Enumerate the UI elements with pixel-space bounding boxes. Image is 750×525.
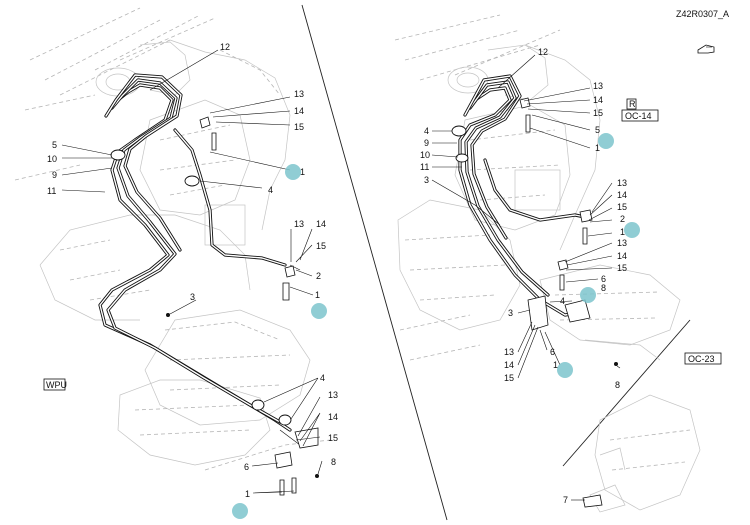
callout-label: 14 bbox=[316, 219, 326, 229]
left-markers bbox=[232, 164, 327, 519]
callout-label: 14 bbox=[504, 360, 514, 370]
callout-label: 4 bbox=[560, 296, 565, 306]
callout-label: 1 bbox=[245, 489, 250, 499]
left-callouts: 12 13 14 15 5 10 9 11 1 4 13 14 15 2 1 3… bbox=[47, 42, 338, 499]
callout-label: 14 bbox=[617, 190, 627, 200]
ref-box-r: R bbox=[626, 98, 637, 110]
callout-label: 9 bbox=[52, 170, 57, 180]
callout-label: 14 bbox=[593, 95, 603, 105]
callout-label: 3 bbox=[190, 292, 195, 302]
callout-label: 7 bbox=[563, 495, 568, 505]
right-leaders bbox=[431, 54, 621, 379]
marker-dot bbox=[285, 164, 301, 180]
callout-label: 6 bbox=[601, 274, 606, 284]
callout-label: 1 bbox=[315, 290, 320, 300]
wpu-label: WPU bbox=[46, 380, 67, 390]
callout-label: 4 bbox=[424, 126, 429, 136]
callout-label: 10 bbox=[47, 154, 57, 164]
marker-dot bbox=[598, 133, 614, 149]
marker-dot bbox=[580, 287, 596, 303]
ref-oc14-label: OC-14 bbox=[625, 111, 652, 121]
callout-label: 13 bbox=[328, 390, 338, 400]
callout-label: 15 bbox=[593, 108, 603, 118]
callout-label: 13 bbox=[617, 178, 627, 188]
left-clamps bbox=[110, 116, 319, 496]
callout-label: 14 bbox=[328, 412, 338, 422]
right-clamps bbox=[451, 97, 618, 366]
callout-label: 11 bbox=[47, 186, 56, 196]
callout-label: 6 bbox=[550, 347, 555, 357]
callout-label: 1 bbox=[300, 167, 305, 177]
callout-label: 2 bbox=[316, 271, 321, 281]
callout-label: 1 bbox=[620, 227, 625, 237]
callout-label: 4 bbox=[268, 185, 273, 195]
marker-dot bbox=[311, 303, 327, 319]
hand-pointer-icon bbox=[697, 44, 715, 54]
callout-label: 15 bbox=[617, 202, 627, 212]
callout-label: 13 bbox=[504, 347, 514, 357]
callout-label: 5 bbox=[595, 125, 600, 135]
right-callouts: 12 13 14 15 4 9 10 11 5 1 3 13 14 15 2 1… bbox=[420, 47, 627, 505]
left-tube-bundle bbox=[98, 73, 301, 446]
ref-r-label: R bbox=[629, 99, 636, 109]
marker-dot bbox=[232, 503, 248, 519]
callout-label: 15 bbox=[294, 122, 304, 132]
callout-label: 14 bbox=[617, 251, 627, 261]
callout-label: 8 bbox=[615, 380, 620, 390]
callout-label: 4 bbox=[320, 373, 325, 383]
callout-label: 12 bbox=[220, 42, 230, 52]
callout-label: 3 bbox=[508, 308, 513, 318]
callout-label: 1 bbox=[595, 143, 600, 153]
callout-label: 2 bbox=[620, 214, 625, 224]
callout-label: 13 bbox=[294, 219, 304, 229]
callout-label: 14 bbox=[294, 106, 304, 116]
callout-label: 1 bbox=[553, 360, 558, 370]
callout-label: 13 bbox=[617, 238, 627, 248]
view-divider bbox=[301, 4, 448, 521]
callout-label: 15 bbox=[316, 241, 326, 251]
callout-label: 11 bbox=[420, 162, 429, 172]
callout-label: 15 bbox=[504, 373, 514, 383]
detail-view-outline bbox=[571, 394, 701, 513]
callout-label: 15 bbox=[617, 263, 627, 273]
callout-label: 8 bbox=[601, 283, 606, 293]
ref-box-oc23: OC-23 bbox=[684, 352, 722, 365]
detail-divider bbox=[562, 319, 691, 467]
callout-label: 15 bbox=[328, 433, 338, 443]
callout-label: 5 bbox=[52, 140, 57, 150]
right-markers bbox=[557, 133, 640, 378]
left-leaders bbox=[61, 49, 323, 494]
callout-label: 9 bbox=[424, 138, 429, 148]
marker-dot bbox=[624, 222, 640, 238]
callout-label: 6 bbox=[244, 462, 249, 472]
callout-label: 13 bbox=[294, 89, 304, 99]
drawing-code: Z42R0307_A bbox=[676, 9, 729, 19]
ref-box-oc14: OC-14 bbox=[621, 109, 659, 122]
callout-label: 12 bbox=[538, 47, 548, 57]
callout-label: 8 bbox=[331, 457, 336, 467]
callout-label: 13 bbox=[593, 81, 603, 91]
callout-label: 10 bbox=[420, 150, 430, 160]
ref-oc23-label: OC-23 bbox=[688, 354, 715, 364]
wpu-reference-box: WPU bbox=[43, 378, 67, 391]
callout-label: 3 bbox=[424, 175, 429, 185]
marker-dot bbox=[557, 362, 573, 378]
